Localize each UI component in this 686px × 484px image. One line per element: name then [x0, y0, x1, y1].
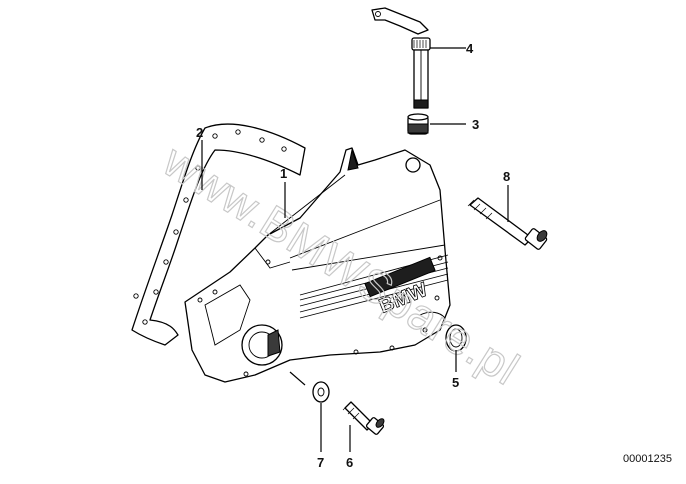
short-bolt	[342, 401, 385, 435]
leader-lines	[201, 47, 509, 452]
engine-cover: BMW	[184, 147, 451, 383]
callout-6: 6	[346, 455, 353, 470]
callout-8: 8	[503, 169, 510, 184]
washer	[312, 381, 330, 403]
long-bolt	[467, 197, 548, 250]
callout-2: 2	[196, 125, 203, 140]
callout-4: 4	[466, 41, 474, 56]
gasket	[131, 123, 306, 346]
document-number: 00001235	[623, 453, 672, 465]
callout-5: 5	[452, 375, 459, 390]
callout-3: 3	[472, 117, 479, 132]
callout-7: 7	[317, 455, 324, 470]
bushing	[407, 113, 429, 135]
shift-lever	[371, 7, 431, 109]
callout-1: 1	[280, 166, 287, 181]
